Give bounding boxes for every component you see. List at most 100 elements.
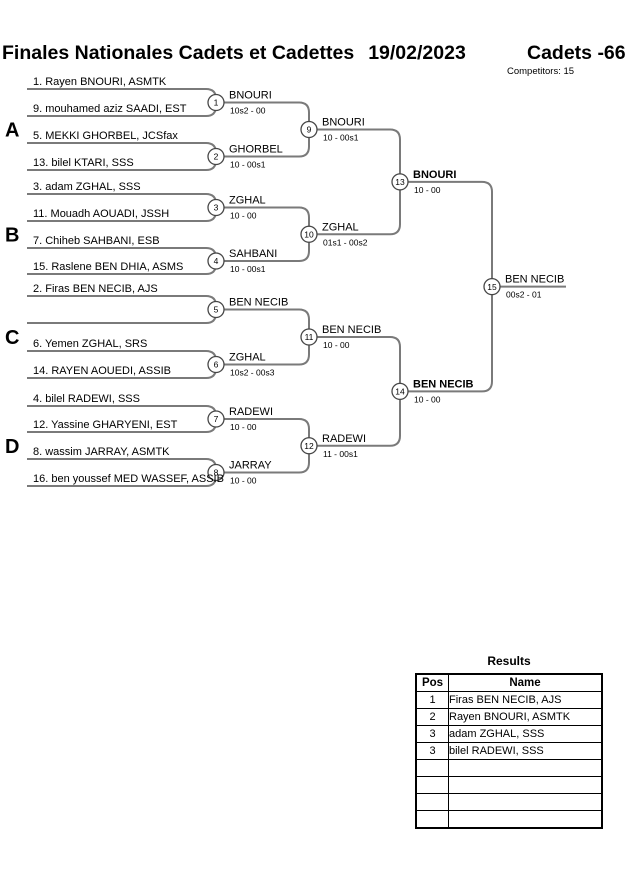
match-score: 10 - 00 (414, 185, 441, 195)
result-name: Firas BEN NECIB, AJS (448, 691, 603, 709)
match-number: 5 (214, 305, 219, 315)
match-winner-label: RADEWI (322, 433, 366, 445)
match-score: 11 - 00s1 (323, 449, 358, 459)
match-circle (207, 198, 225, 217)
match-number: 1 (214, 98, 219, 108)
group-label: A (5, 120, 19, 142)
match-winner-label: BEN NECIB (413, 378, 474, 390)
match-winner-label: RADEWI (229, 406, 273, 418)
match-winner-label: BEN NECIB (505, 274, 564, 286)
entrant-name: 15. Raslene BEN DHIA, ASMS (33, 261, 183, 273)
bracket-line (27, 295, 217, 310)
result-name (448, 810, 603, 829)
match-winner-label: ZGHAL (229, 195, 266, 207)
result-row (415, 759, 603, 777)
match-circle (483, 277, 501, 296)
match-circle (300, 437, 318, 455)
match-number: 2 (214, 152, 219, 162)
competitors-count: Competitors: 15 (507, 66, 575, 77)
result-row (415, 810, 603, 829)
entrant-name: 2. Firas BEN NECIB, AJS (33, 283, 158, 295)
match-number: 10 (304, 229, 314, 239)
match-circle (207, 410, 225, 428)
match-number: 4 (214, 256, 219, 266)
match-winner-label: BEN NECIB (322, 324, 381, 336)
match-score: 00s2 - 01 (506, 290, 542, 300)
bracket-line (27, 88, 217, 103)
entrant-name: 1. Rayen BNOURI, ASMTK (33, 76, 167, 88)
match-score: 10 - 00 (323, 340, 350, 350)
match-score: 10s2 - 00 (230, 106, 266, 116)
match-circle (207, 252, 225, 270)
match-winner-label: BNOURI (413, 169, 456, 181)
bracket-line (408, 180, 493, 393)
match-winner-label: JARRAY (229, 460, 272, 472)
result-name (448, 793, 603, 811)
match-score: 10 - 00s1 (323, 133, 359, 143)
match-number: 9 (307, 125, 312, 135)
result-pos (415, 776, 449, 794)
page-header: Finales Nationales Cadets et Cadettes 19… (2, 42, 466, 65)
result-name: Rayen BNOURI, ASMTK (448, 708, 603, 726)
result-name: bilel RADEWI, SSS (448, 742, 603, 760)
match-circle (300, 225, 318, 243)
match-circle (391, 382, 409, 401)
results-title: Results (487, 654, 531, 668)
bracket-line (27, 350, 217, 365)
match-score: 10 - 00 (230, 211, 257, 221)
entrant-name: 4. bilel RADEWI, SSS (33, 393, 140, 405)
result-row (415, 793, 603, 811)
match-number: 15 (487, 282, 497, 292)
entrant-name: 8. wassim JARRAY, ASMTK (33, 446, 170, 458)
match-winner-label: BNOURI (229, 90, 272, 102)
match-winner-label: GHORBEL (229, 144, 283, 156)
bracket-line (27, 247, 217, 261)
result-pos: 2 (415, 708, 449, 726)
match-circle (300, 120, 318, 139)
match-circle (207, 300, 225, 319)
match-number: 13 (395, 177, 405, 187)
entrant-name: 5. MEKKI GHORBEL, JCSfax (33, 130, 178, 142)
entrant-name: 16. ben youssef MED WASSEF, ASSIB (33, 473, 224, 485)
match-score: 10 - 00s1 (230, 160, 266, 170)
match-score: 10 - 00 (414, 394, 441, 404)
result-name (448, 776, 603, 794)
match-score: 10 - 00s1 (230, 264, 266, 274)
bracket-line (27, 405, 217, 419)
bracket-line (27, 458, 217, 473)
match-number: 7 (214, 414, 219, 424)
match-winner-label: ZGHAL (322, 221, 359, 233)
entrant-name: 13. bilel KTARI, SSS (33, 157, 134, 169)
entrant-name: 12. Yassine GHARYENI, EST (33, 419, 178, 431)
match-circle (207, 93, 225, 112)
match-number: 6 (214, 360, 219, 370)
entrant-name: 14. RAYEN AOUEDI, ASSIB (33, 365, 171, 377)
match-circle (207, 463, 225, 482)
match-winner-label: ZGHAL (229, 352, 266, 364)
match-number: 11 (305, 332, 314, 342)
result-name: adam ZGHAL, SSS (448, 725, 603, 743)
results-header-pos: Pos (415, 673, 449, 692)
match-number: 8 (214, 468, 219, 478)
entrant-name: 7. Chiheb SAHBANI, ESB (33, 235, 160, 247)
bracket-line (317, 336, 401, 447)
weight-category: Cadets -66 (527, 42, 626, 64)
entrant-name: 3. adam ZGHAL, SSS (33, 181, 141, 193)
match-circle (207, 147, 225, 166)
page-title: Finales Nationales Cadets et Cadettes (2, 42, 355, 64)
match-number: 12 (304, 441, 314, 451)
match-winner-label: SAHBANI (229, 248, 277, 260)
match-winner-label: BNOURI (322, 117, 365, 129)
result-pos: 1 (415, 691, 449, 709)
match-score: 01s1 - 00s2 (323, 237, 368, 247)
match-circle (300, 328, 318, 346)
bracket-line (317, 128, 401, 236)
match-score: 10 - 00 (230, 422, 257, 432)
